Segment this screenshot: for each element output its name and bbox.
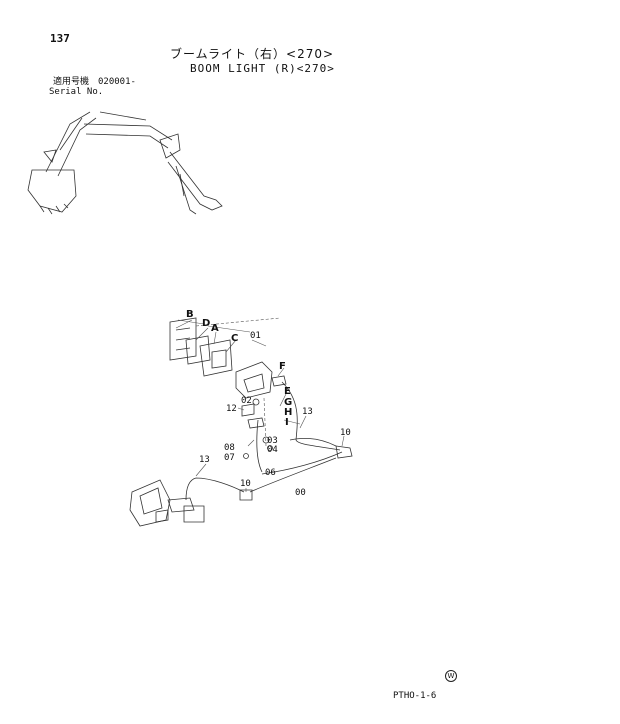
callout-I: I (285, 417, 289, 428)
callout-10-upper: 10 (340, 428, 351, 438)
manufacturer-logo: W (445, 670, 457, 682)
wiring-harness (185, 381, 353, 501)
page-number: 137 (50, 32, 70, 45)
callout-08: 08 (224, 443, 235, 453)
callout-13-upper: 13 (302, 407, 313, 417)
callout-E: E (284, 386, 291, 397)
callout-H: H (284, 407, 292, 418)
callout-D: D (202, 318, 210, 329)
callout-13-lower: 13 (199, 455, 210, 465)
serial-label-english: Serial No. (49, 87, 104, 97)
callout-F: F (279, 361, 286, 372)
callout-G: G (284, 397, 292, 408)
title-english: BOOM LIGHT (R)<270> (190, 62, 335, 75)
callout-07: 07 (224, 453, 235, 463)
callout-C: C (231, 333, 238, 344)
callout-B: B (186, 309, 194, 320)
callout-01: 01 (250, 331, 261, 341)
boom-bracket (129, 479, 205, 527)
callout-02: 02 (241, 396, 252, 406)
callout-00: 00 (295, 488, 306, 498)
callout-10-lower: 10 (240, 479, 251, 489)
title-japanese: ブームライト（右）<270> (170, 47, 335, 61)
leader-lines (175, 319, 345, 492)
callout-A: A (211, 323, 219, 334)
callout-03: 03 (267, 436, 278, 446)
page-code: PTHO-1-6 (393, 691, 437, 701)
callout-12: 12 (226, 404, 237, 414)
hardware-stack (241, 397, 273, 473)
callout-04: 04 (267, 445, 278, 455)
serial-label-japanese: 適用号機 (53, 77, 90, 87)
excavator-arm-illustration (27, 111, 223, 215)
callout-06: 06 (265, 468, 276, 478)
serial-value: 020001- (98, 77, 136, 87)
lamp-assembly (169, 317, 287, 399)
